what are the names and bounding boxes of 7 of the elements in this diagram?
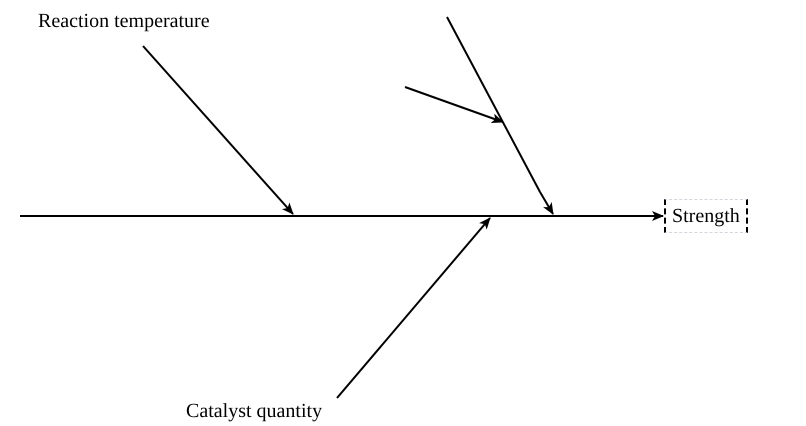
arrow: [142, 45, 294, 215]
arrow: [539, 192, 554, 215]
arrow: [336, 217, 491, 399]
effect-box: Strength: [664, 199, 748, 233]
arrow: [404, 86, 504, 123]
spine-line: [20, 215, 642, 217]
arrow: [642, 211, 664, 221]
